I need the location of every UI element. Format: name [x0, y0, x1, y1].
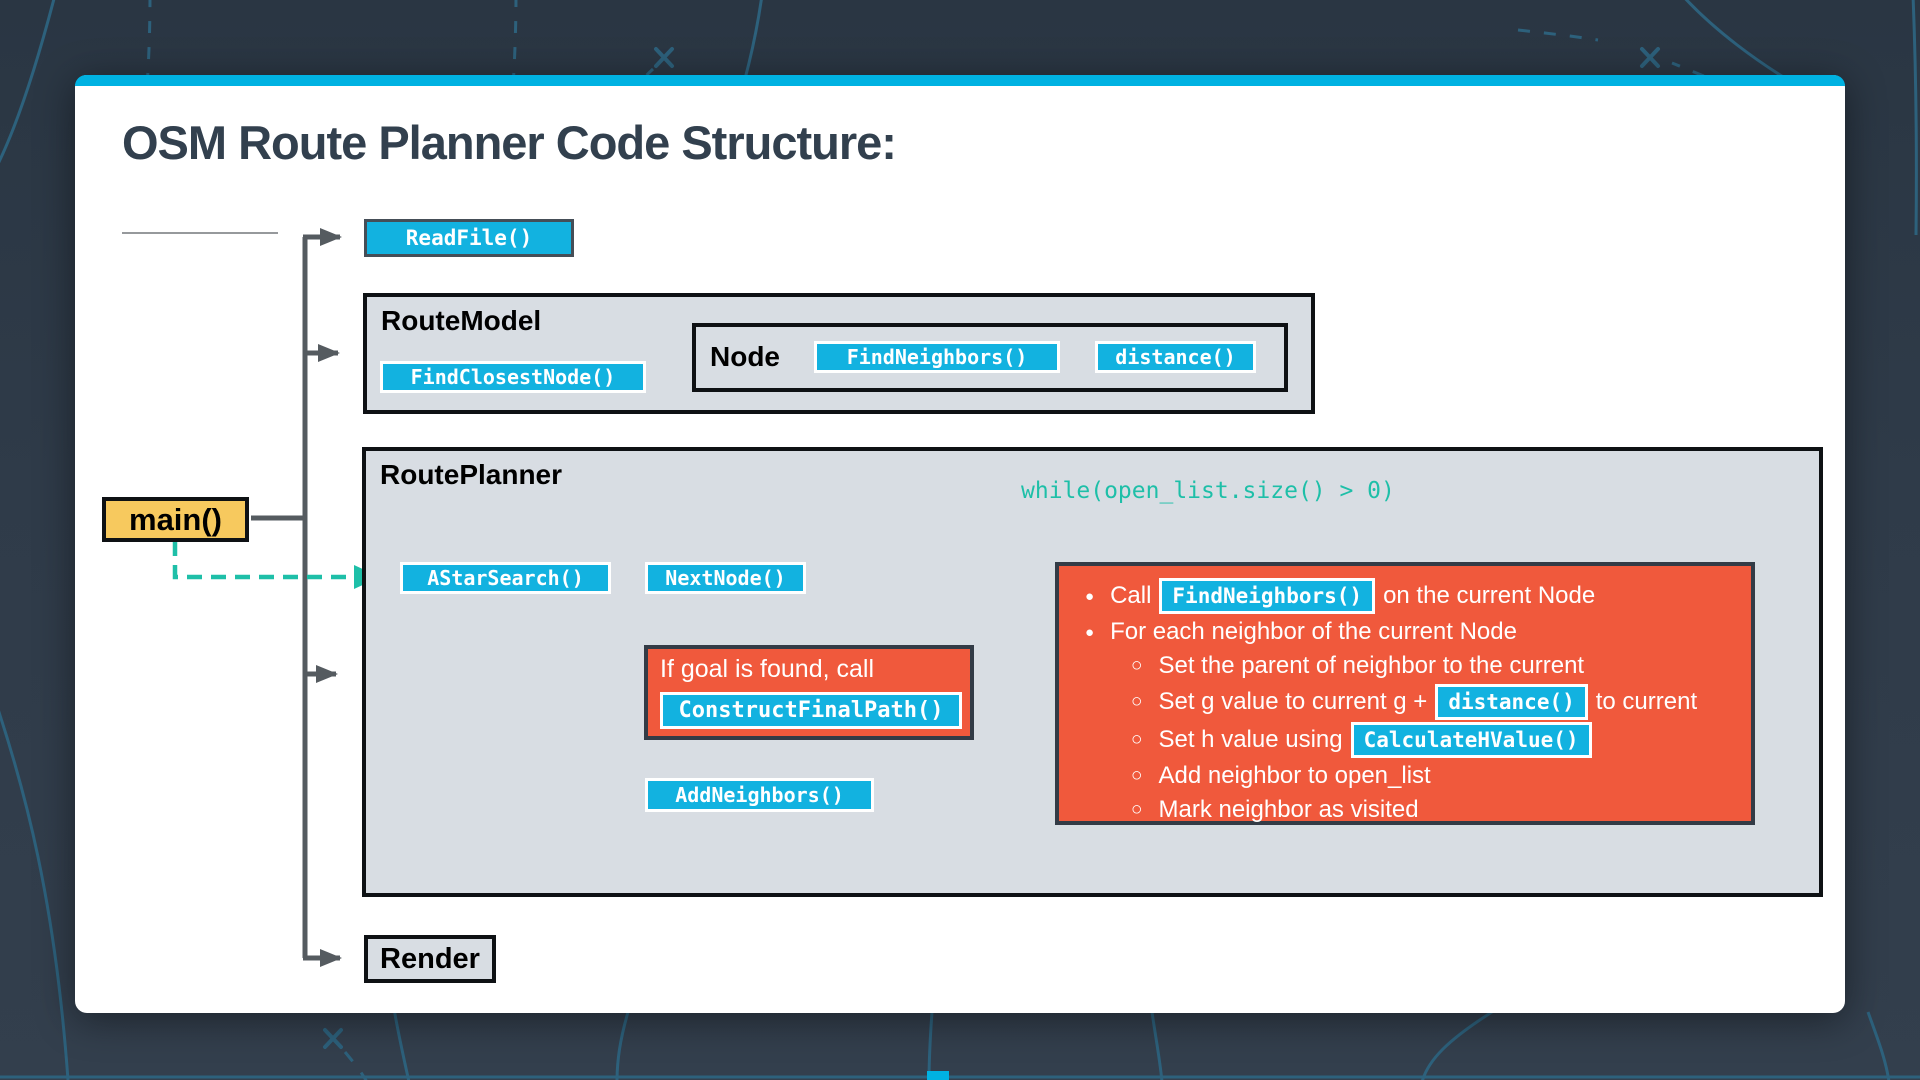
- constructfinalpath-node: ConstructFinalPath(): [660, 692, 962, 729]
- list-item: Add neighbor to open_list: [1079, 760, 1741, 792]
- routeplanner-label: RoutePlanner: [380, 459, 563, 490]
- astarsearch-node: AStarSearch(): [400, 562, 611, 594]
- routemodel-box: RouteModel FindClosestNode() Node FindNe…: [363, 293, 1315, 414]
- map-accent-notch: [927, 1071, 949, 1080]
- distance-chip: distance(): [1435, 684, 1588, 720]
- ifgoal-text: If goal is found, call: [660, 655, 875, 683]
- render-label: Render: [380, 942, 480, 975]
- list-item: Set h value using CalculateHValue(): [1079, 722, 1741, 758]
- while-condition-label: while(open_list.size() > 0): [1021, 478, 1395, 504]
- node-label: Node: [710, 341, 780, 372]
- title-underline: [122, 232, 278, 234]
- readfile-node: ReadFile(): [364, 219, 574, 257]
- card-top-accent-bar: [75, 75, 1845, 86]
- list-item: Call FindNeighbors() on the current Node: [1079, 578, 1741, 614]
- page-title: OSM Route Planner Code Structure:: [122, 116, 897, 169]
- neighbor-details-box: Call FindNeighbors() on the current Node…: [1055, 562, 1755, 825]
- list-item: Set the parent of neighbor to the curren…: [1079, 650, 1741, 682]
- nextnode-node: NextNode(): [645, 562, 806, 594]
- render-box: Render: [364, 935, 496, 983]
- node-box: Node FindNeighbors() distance(): [692, 323, 1288, 392]
- ifgoal-box: If goal is found, call ConstructFinalPat…: [644, 645, 974, 740]
- routemodel-label: RouteModel: [381, 305, 542, 336]
- list-item: For each neighbor of the current Node: [1079, 616, 1741, 648]
- findclosestnode-node: FindClosestNode(): [380, 361, 646, 393]
- map-x-markers: [323, 47, 1660, 1049]
- findneighbors-chip: FindNeighbors(): [1159, 578, 1376, 614]
- findneighbors-node: FindNeighbors(): [814, 341, 1060, 373]
- distance-node: distance(): [1095, 341, 1256, 373]
- calculatehvalue-chip: CalculateHValue(): [1350, 722, 1592, 758]
- neighbor-details-list: Call FindNeighbors() on the current Node…: [1079, 578, 1741, 828]
- addneighbors-node: AddNeighbors(): [645, 778, 874, 812]
- list-item: Set g value to current g + distance() to…: [1079, 684, 1741, 720]
- main-node: main(): [102, 497, 249, 542]
- list-item: Mark neighbor as visited: [1079, 794, 1741, 826]
